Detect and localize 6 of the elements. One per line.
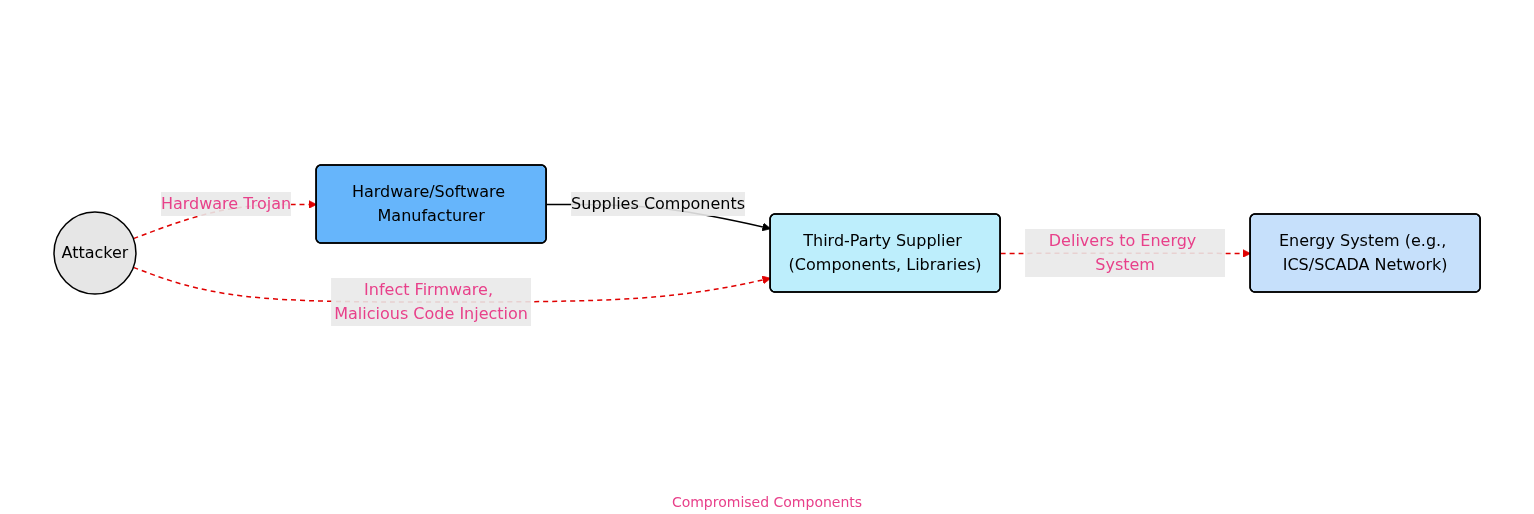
edge-label: Delivers to Energy System (1048, 230, 1197, 274)
note-text: Compromised Components (671, 494, 863, 510)
node-circle: Attacker (53, 210, 137, 295)
edge-label: Supplies Components (571, 193, 746, 213)
edge-label: Infect Firmware, Malicious Code Injection (334, 279, 528, 323)
edge-label: Hardware Trojan (160, 193, 292, 213)
